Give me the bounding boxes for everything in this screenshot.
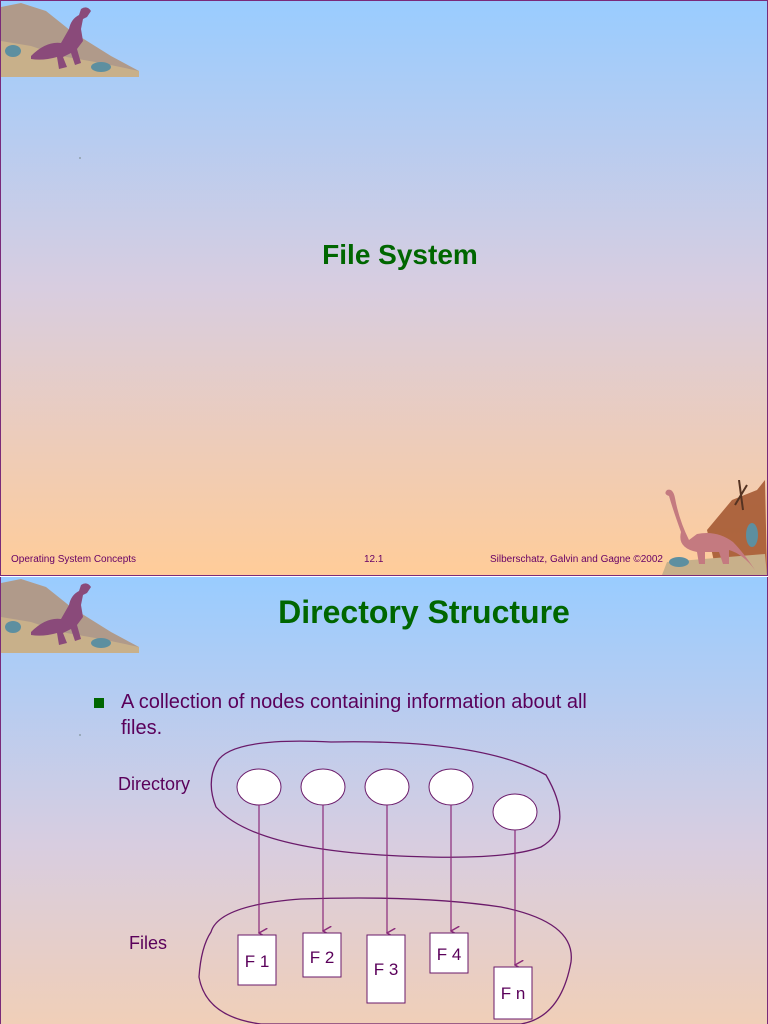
- sauropod-illustration-icon: [662, 480, 767, 575]
- directory-node: [300, 768, 346, 806]
- label-directory: Directory: [118, 774, 191, 794]
- file-label: F 1: [245, 952, 270, 971]
- file-label: F 2: [310, 948, 335, 967]
- decorative-dot: [79, 157, 81, 159]
- file-label: F 4: [437, 945, 462, 964]
- decorative-dot: [79, 734, 81, 736]
- footer-course: Operating System Concepts: [11, 554, 137, 565]
- directory-node: [428, 768, 474, 806]
- footer-copyright: Silberschatz, Galvin and Gagne ©2002: [489, 554, 663, 565]
- slide-title: File System: [322, 239, 478, 270]
- trex-illustration-icon: [1, 579, 139, 653]
- footer-page-number: 12.1: [364, 554, 384, 565]
- slide-directory-structure: Directory Structure A collection of node…: [0, 577, 768, 1024]
- trex-illustration-icon: [1, 3, 139, 77]
- bullet-text: A collection of nodes containing informa…: [121, 689, 681, 741]
- files-boundary: [198, 897, 572, 1024]
- slide-file-system: File System Operating System Concepts 12…: [0, 0, 768, 576]
- label-files: Files: [129, 933, 168, 953]
- file-box: [429, 932, 469, 974]
- file-box: [237, 934, 277, 986]
- directory-node: [364, 768, 410, 806]
- directory-diagram: F 1 F 2 F 3 F 4 F n: [198, 740, 572, 1024]
- file-box: [366, 934, 406, 1004]
- file-label: F n: [501, 984, 526, 1003]
- directory-boundary: [210, 740, 561, 858]
- directory-node: [236, 768, 282, 806]
- slide-title: Directory Structure: [278, 594, 570, 630]
- directory-node: [492, 793, 538, 831]
- file-box: [493, 966, 533, 1020]
- bullet-square-icon: [94, 698, 104, 708]
- bullet-line-2: files.: [121, 717, 163, 739]
- bullet-line-1: A collection of nodes containing informa…: [121, 691, 587, 713]
- file-box: [302, 932, 342, 978]
- file-label: F 3: [374, 960, 399, 979]
